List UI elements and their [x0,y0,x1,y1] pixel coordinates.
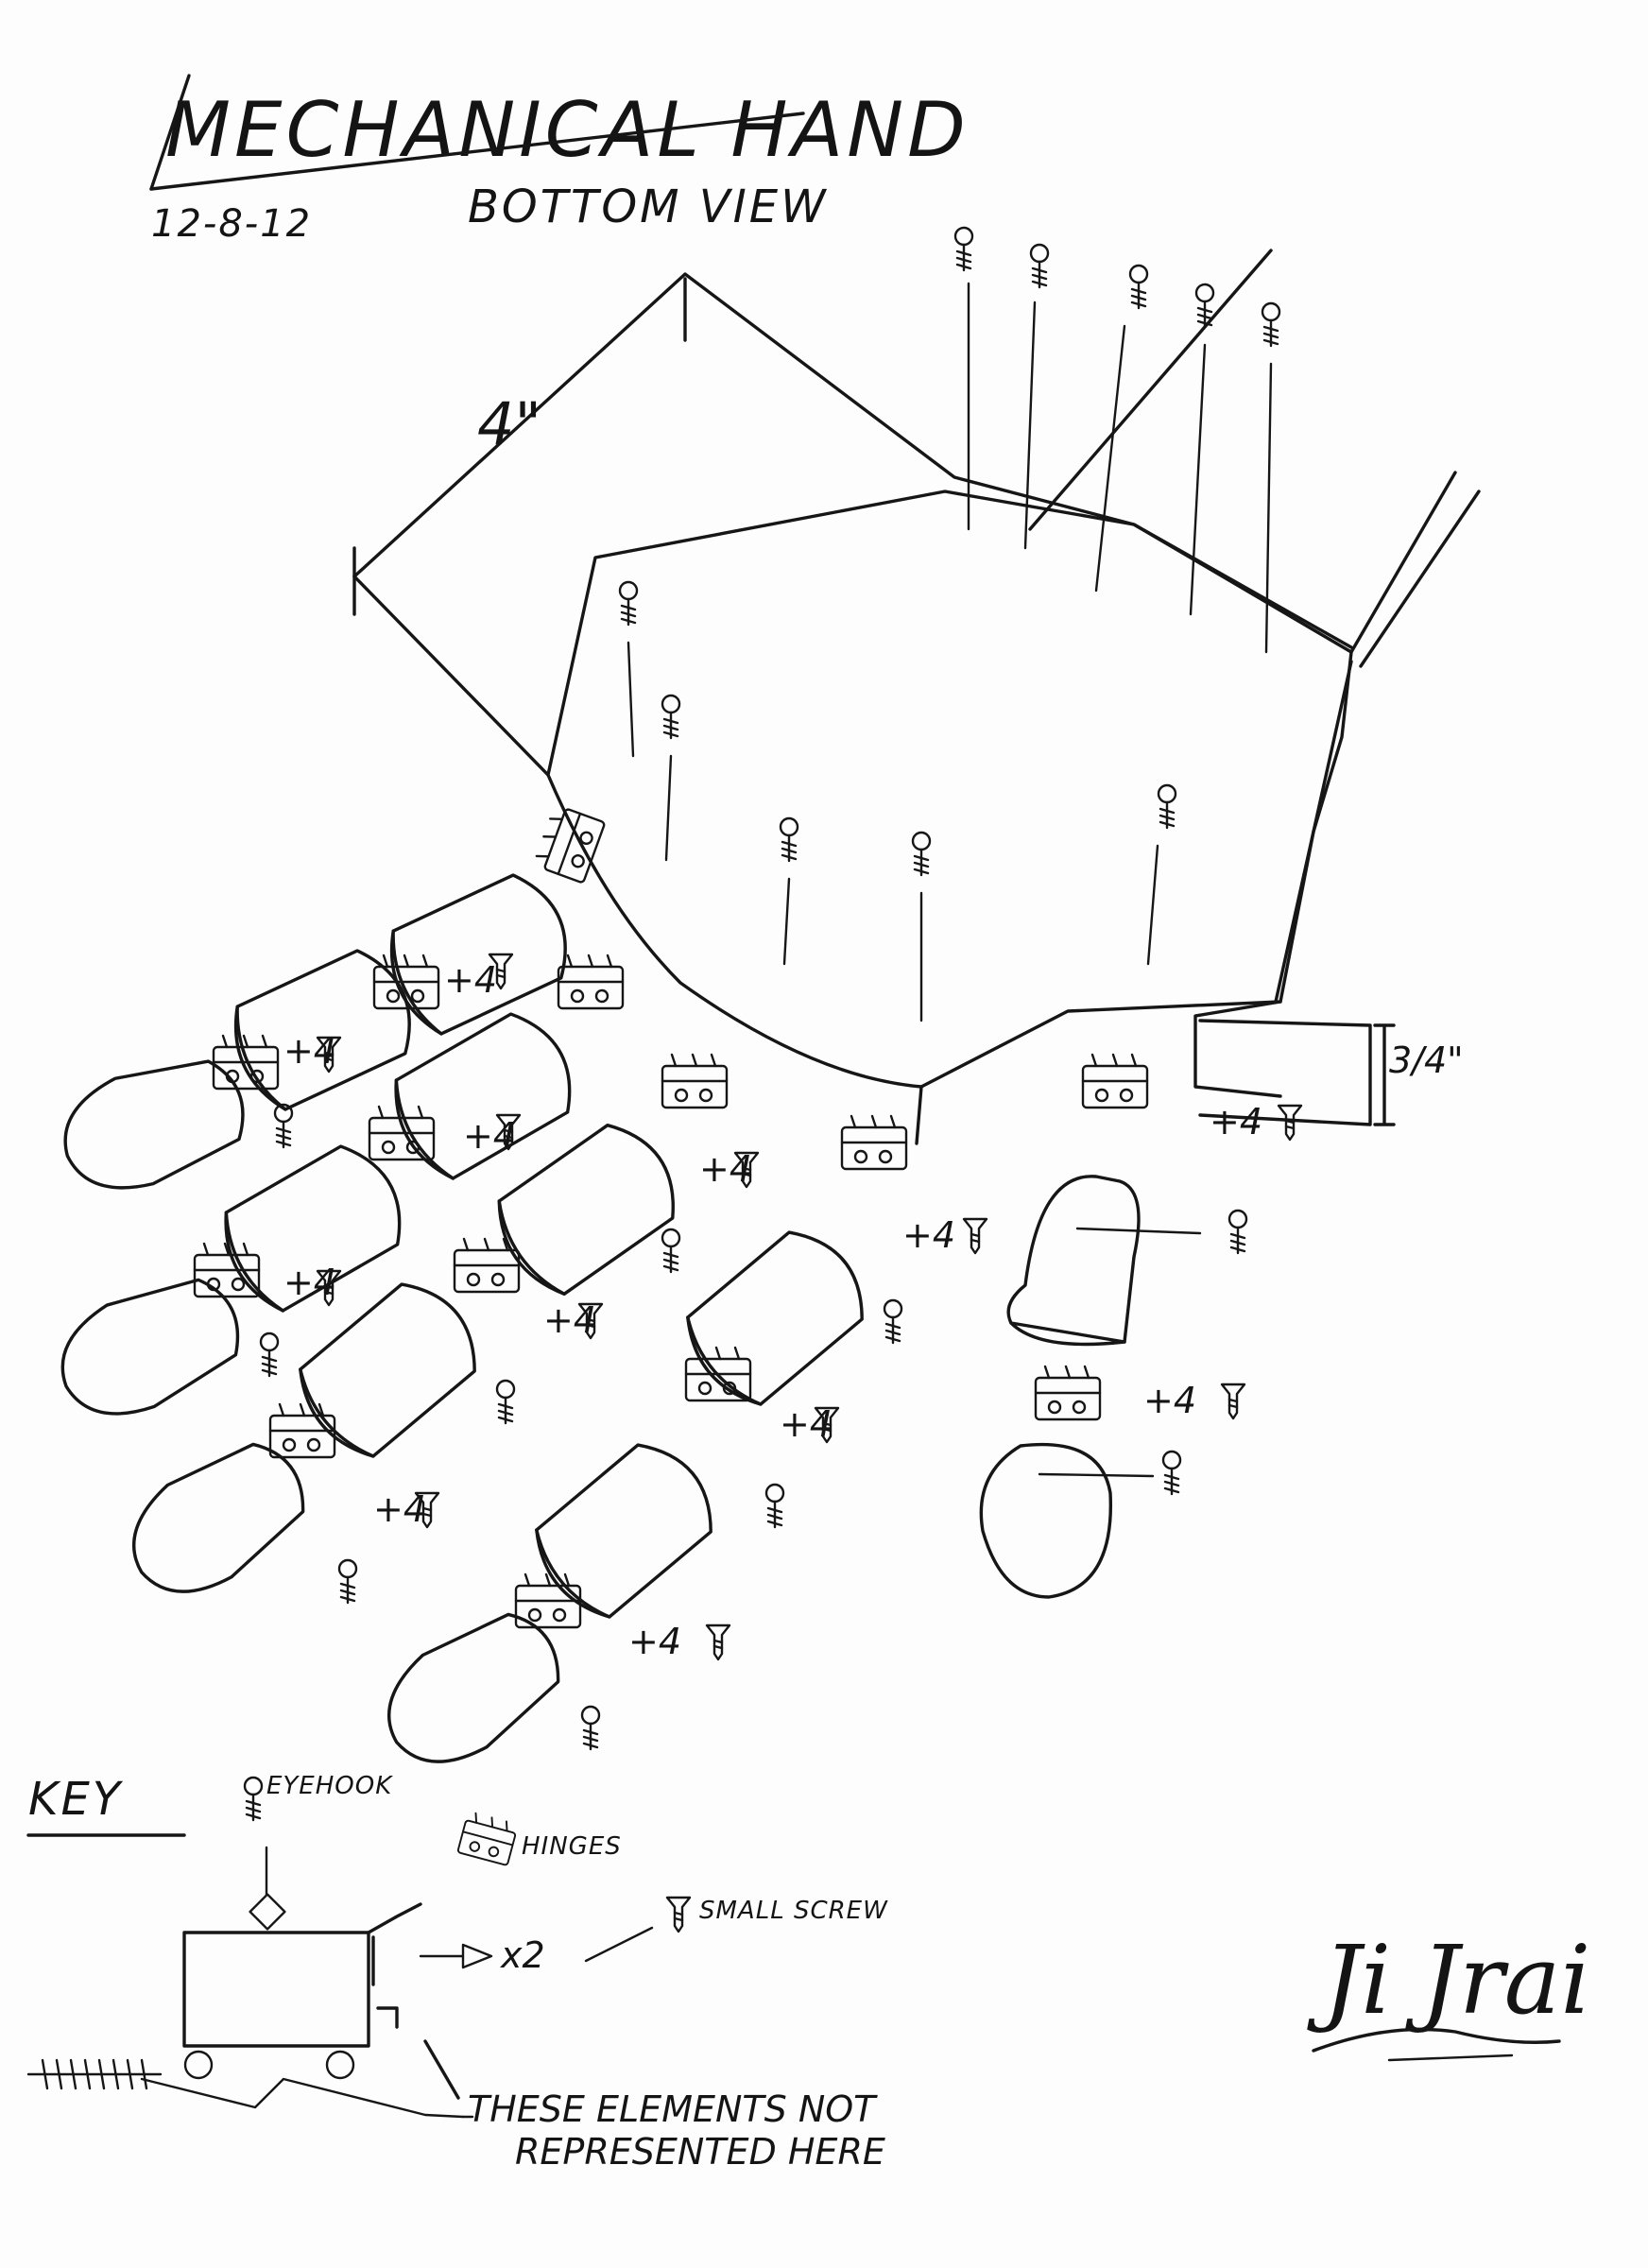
key-legend: KEY EYEHOOK HINGES SMALL SCREW x2 THESE … [26,1772,888,2173]
svg-text:+4: +4 [444,959,497,1001]
signature: Ji Jrai [1307,1925,1590,2062]
svg-text:+4: +4 [902,1214,955,1256]
note-line-1: THESE ELEMENTS NOT [468,2088,878,2130]
finger-segment [671,1215,883,1418]
drawing-subtitle: BOTTOM VIEW [468,180,829,233]
palm-block: 4" 3/4" [352,249,1481,1145]
signature-text: Ji Jrai [1307,1925,1590,2036]
hinge-icon [661,1053,729,1109]
eyehook-icon [883,1298,903,1345]
title-block: MECHANICAL HAND 12-8-12 BOTTOM VIEW [149,74,970,246]
eyehook-icon [1128,264,1149,310]
eyehook-icon [779,816,799,863]
eyehook-label: EYEHOOK [266,1772,393,1800]
finger-1: +4 +4 [49,863,585,1206]
eyehook-icon [764,1483,785,1529]
small-screw-icon [962,1217,988,1255]
screw-multiplier: x2 [500,1934,545,1976]
eyehook-icon [1227,1209,1248,1255]
drawing-title: MECHANICAL HAND [165,86,970,174]
small-screw-icon [705,1624,731,1661]
svg-text:+4: +4 [1210,1101,1262,1143]
hinge-icon [1081,1053,1149,1109]
palm-hinges [532,803,1149,1171]
finger-tip [364,1595,581,1787]
note-line-2: REPRESENTED HERE [515,2131,885,2173]
svg-text:+4: +4 [628,1621,681,1662]
eyehook-icon [661,694,681,740]
key-sample-block [182,1931,370,2048]
drawing-date: 12-8-12 [151,202,312,246]
key-heading: KEY [28,1773,124,1826]
eyehook-icon [1157,783,1177,830]
thumb: +4 +4 +4 [902,1101,1303,1599]
thickness-dimension: 3/4" [1389,1040,1464,1081]
eyehook-icon [1161,1450,1182,1496]
hinge-icon [193,1242,261,1298]
hinge-icon [557,954,625,1010]
hinge-icon [456,1810,520,1867]
finger-tip [109,1425,326,1617]
eyehook-icon [580,1705,601,1751]
hinge-icon [532,803,607,885]
hinge-icon [212,1034,280,1091]
svg-text:+4: +4 [283,1030,336,1072]
eyehook-icon [618,580,639,627]
hinges-label: HINGES [522,1832,622,1861]
small-screw-label: SMALL SCREW [699,1897,888,1925]
eyehook-icon [259,1332,280,1378]
hinge-icon [840,1114,908,1171]
eyehook-icon [495,1379,516,1425]
small-screw-icon [1277,1104,1303,1142]
eyehook-icon [1029,243,1050,289]
svg-text:+4: +4 [283,1262,336,1303]
width-dimension: 4" [477,389,541,458]
hinge-icon [1034,1365,1102,1421]
finger-segment [374,863,585,1044]
finger-tip [49,1046,258,1206]
small-screw-icon [665,1896,692,1933]
eyehook-icon [337,1558,358,1605]
eyehook-icon [953,226,974,272]
eyehook-icon [661,1228,681,1274]
eyehook-icon [273,1103,294,1149]
finger-tip [43,1263,256,1435]
palm-eyehooks [618,226,1281,1022]
eyehook-icon [243,1776,264,1822]
small-screw-icon [1220,1383,1246,1420]
finger-3: +4 +4 [109,1109,694,1617]
finger-2: +4 +4 [43,1000,590,1435]
eyehook-icon [1261,301,1281,348]
hinge-icon [268,1402,336,1459]
finger-segment [520,1428,731,1631]
svg-text:+4: +4 [1143,1380,1196,1421]
eyehook-icon [911,831,932,877]
finger-4: +4 +4 +4 [364,1148,903,1787]
